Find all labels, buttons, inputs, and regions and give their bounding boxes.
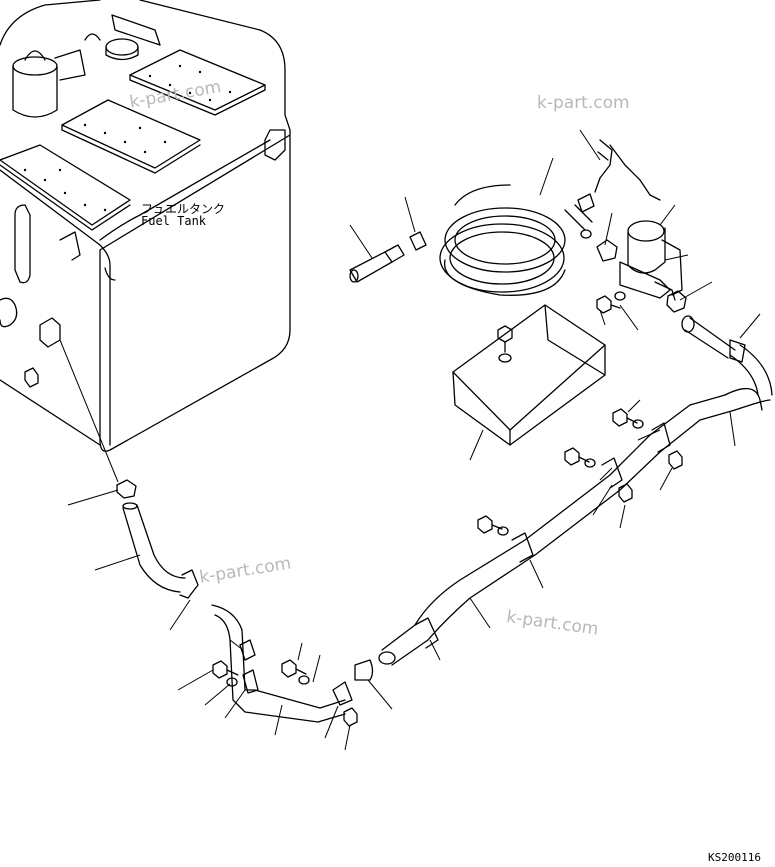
washer-left-1	[226, 677, 238, 687]
hose-clamps-main	[414, 422, 671, 649]
bolt-left-1	[212, 660, 239, 679]
small-fitting	[24, 367, 39, 388]
cap-cover	[84, 14, 161, 61]
bracket-right	[264, 129, 286, 161]
clamp-mid-3	[332, 681, 353, 706]
tank-plate-3	[0, 144, 131, 231]
breather-hose	[14, 204, 31, 284]
tube-left	[211, 604, 346, 723]
fuel-pump	[619, 220, 683, 301]
plate-bolt-dots	[23, 64, 232, 212]
hose-main	[378, 394, 736, 666]
tank-plate-2	[61, 99, 201, 174]
hose-fitting	[116, 479, 137, 499]
shield-cover	[452, 304, 606, 446]
level-gauge	[0, 297, 18, 328]
pump-cap	[596, 239, 618, 262]
washer-left-2	[298, 675, 310, 685]
check-valve	[349, 244, 405, 283]
clip-left	[354, 659, 374, 681]
tank-hook	[104, 267, 116, 281]
tank-plate-1	[129, 49, 266, 116]
clamp-mid-2	[242, 669, 259, 694]
drain-fitting	[39, 317, 61, 348]
nut-left	[343, 707, 358, 727]
filler-neck	[12, 49, 86, 118]
watermark: k-part.com	[537, 93, 630, 113]
pump-bolt	[596, 291, 626, 314]
tank-bracket	[59, 231, 81, 261]
fuel-tank	[0, 0, 291, 452]
clamp-mid-1	[239, 639, 256, 661]
drawing-code: KS200116	[708, 851, 761, 864]
hose-left	[122, 502, 186, 593]
coiled-hose	[439, 184, 593, 296]
bolt-left-2	[281, 659, 307, 678]
pump-harness	[594, 139, 661, 201]
hose-clamp-right	[729, 339, 746, 363]
bolts-main	[477, 408, 683, 536]
pump-nut	[666, 290, 687, 313]
harness-connector	[577, 193, 595, 213]
hose-right-bend	[681, 315, 773, 411]
hose-end-clip	[409, 231, 427, 251]
fuel-tank-label-jp: フュエルタンク	[141, 202, 226, 216]
leader-lines	[59, 129, 761, 751]
hose-clamp-left	[179, 569, 199, 599]
fuel-tank-label-en: Fuel Tank	[141, 214, 207, 228]
shield-bolt	[497, 325, 513, 363]
